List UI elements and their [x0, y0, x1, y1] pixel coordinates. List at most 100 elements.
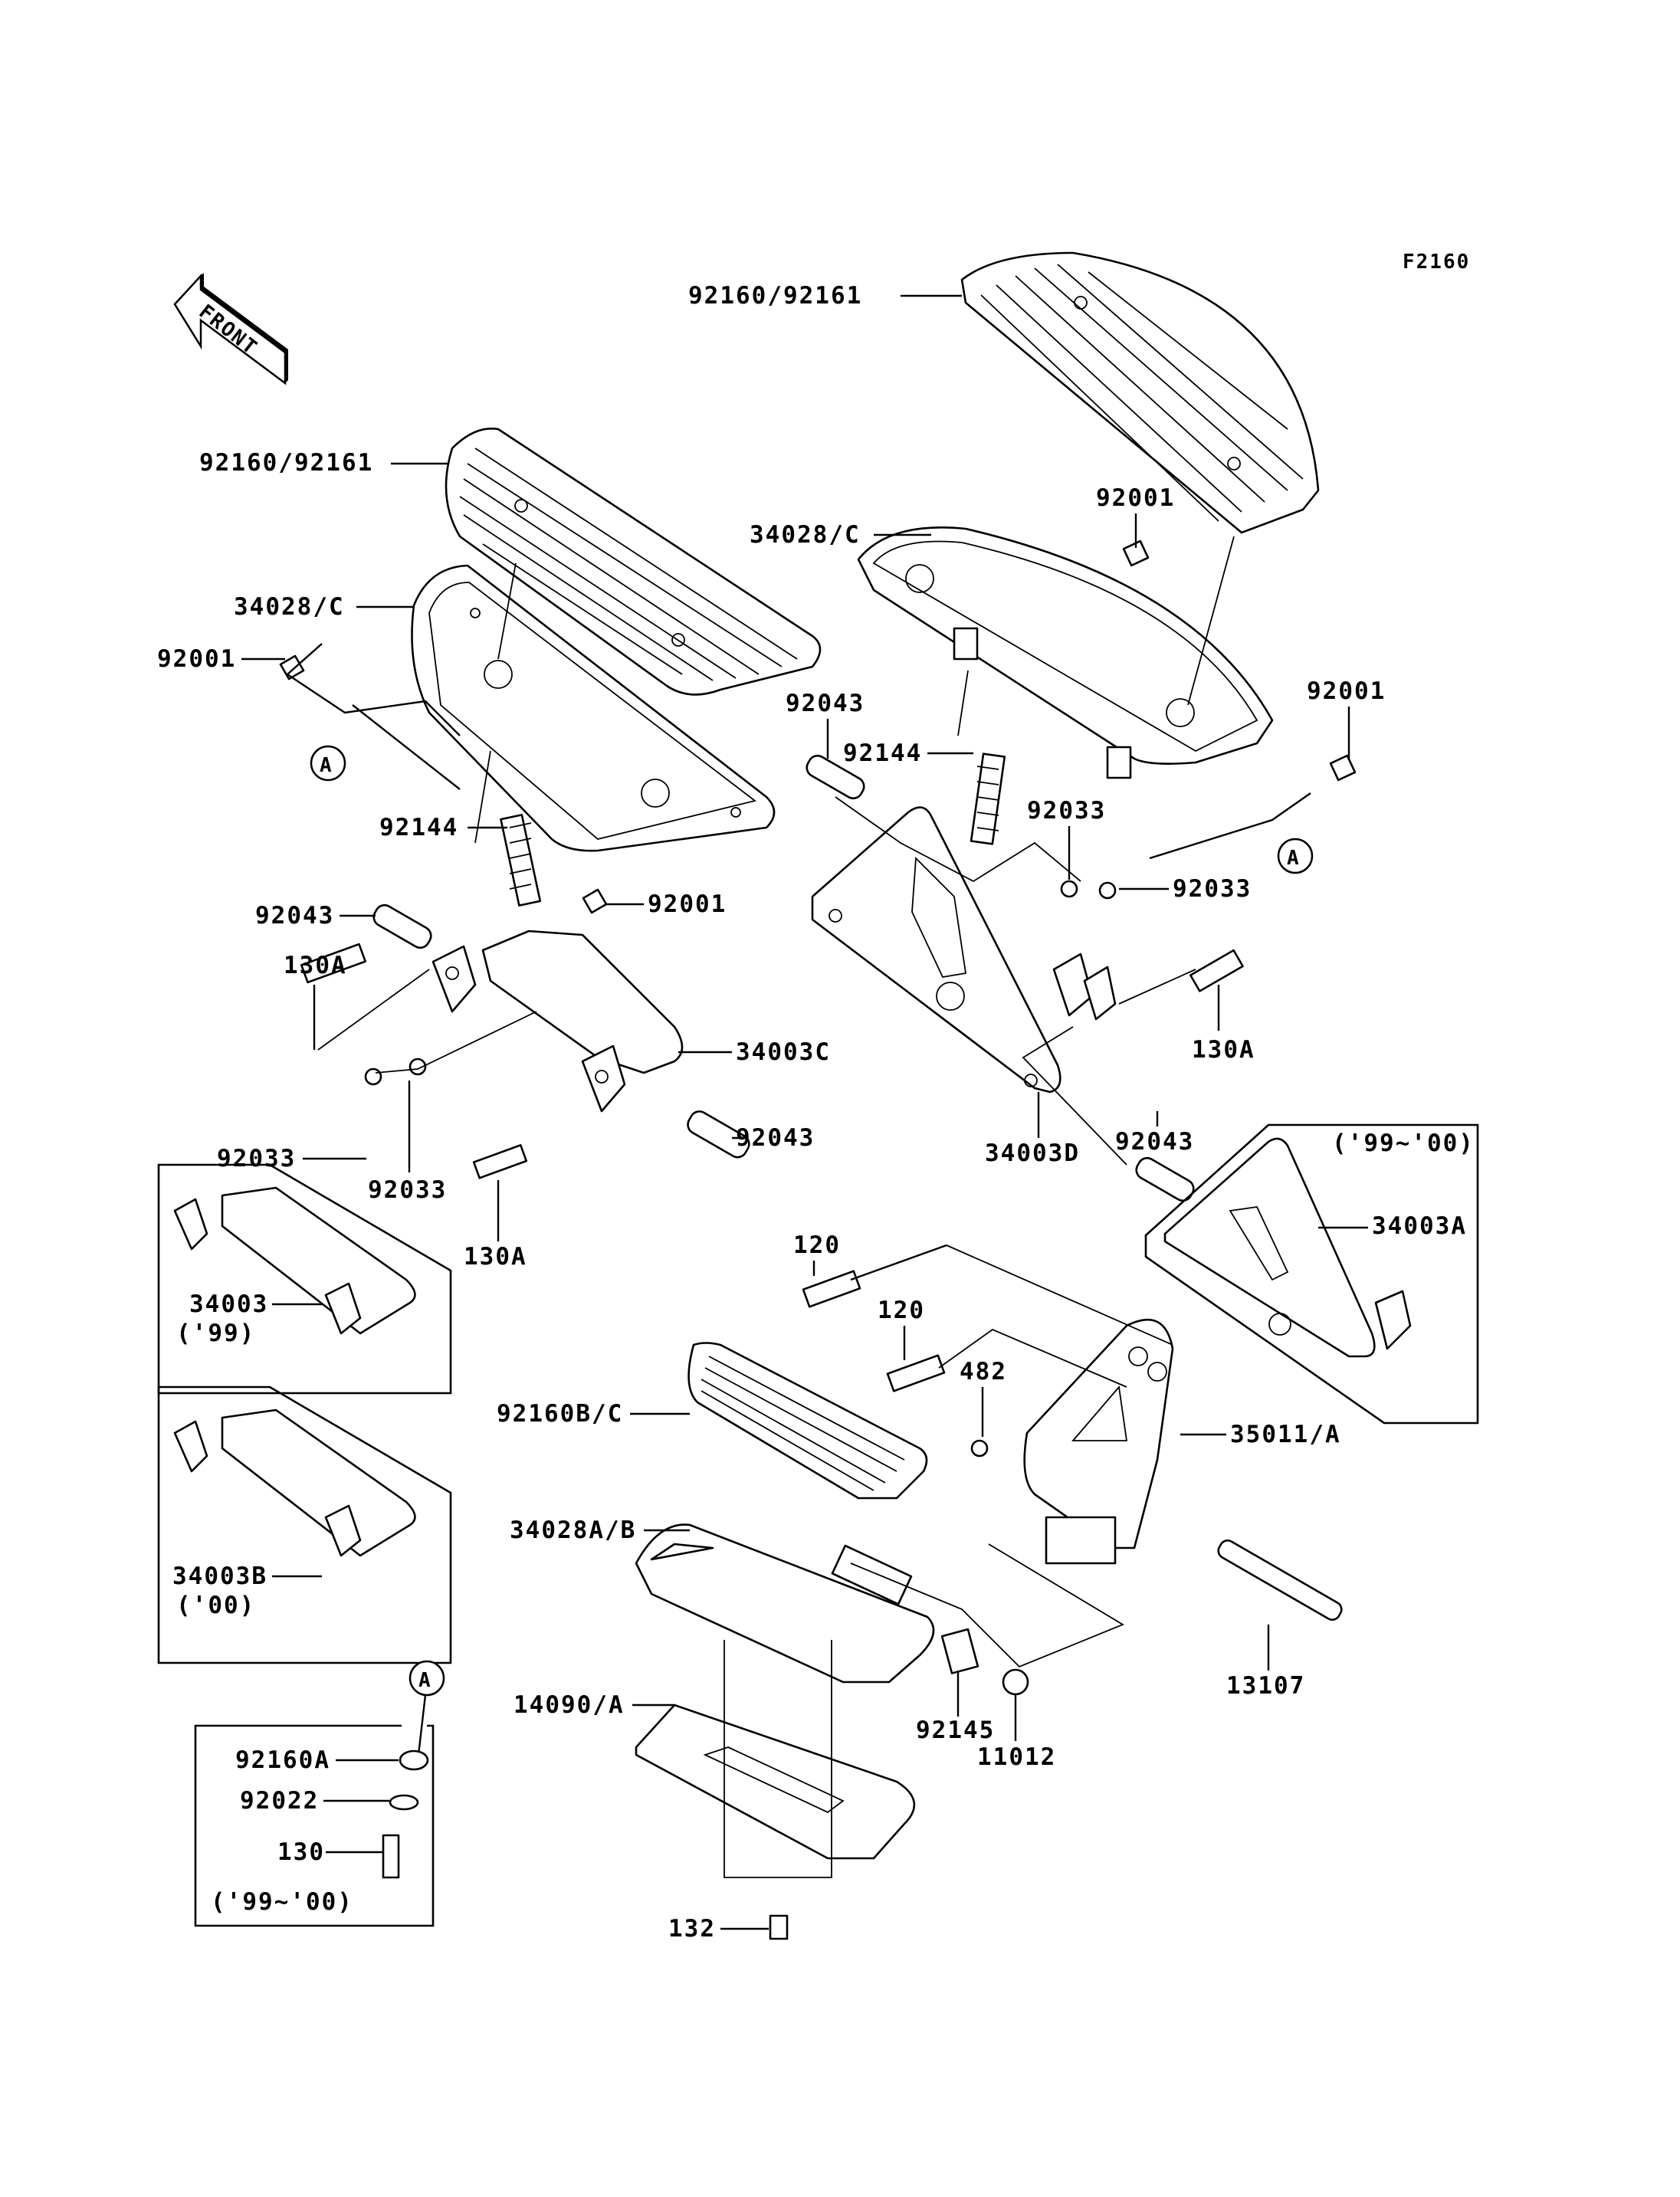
label-92022: 92022	[240, 1787, 319, 1815]
bracket-34003b-00	[173, 1408, 416, 1557]
pin-13107	[1217, 1539, 1343, 1622]
pin-92043-left-bottom	[687, 1110, 750, 1159]
clip-92033-right-b	[1098, 881, 1117, 900]
label-34003b: 34003B	[172, 1562, 267, 1590]
bracket-34003d	[811, 806, 1117, 1094]
bolt-92001-right-top	[1122, 539, 1150, 567]
label-92160-92161-right: 92160/92161	[688, 282, 862, 310]
bolt-132	[769, 1914, 789, 1940]
spring-92145	[940, 1628, 979, 1674]
label-13107: 13107	[1226, 1672, 1305, 1700]
box-fasteners	[194, 1724, 435, 1927]
label-92043-left-bottom: 92043	[736, 1124, 815, 1152]
year-note-34003: ('99)	[176, 1320, 255, 1347]
label-92043-left-top: 92043	[255, 902, 334, 930]
label-34028c-left: 34028/C	[234, 593, 345, 621]
label-92160a: 92160A	[235, 1746, 330, 1774]
label-92001-left-bottom: 92001	[648, 890, 727, 918]
leader-a-left-2	[352, 704, 461, 790]
bolt-120-a	[802, 1270, 861, 1308]
year-note-34003a: ('99~'00)	[1332, 1130, 1475, 1157]
pin-92043-left-top	[372, 903, 432, 949]
bolt-120-b	[886, 1354, 946, 1392]
label-130a-right: 130A	[1192, 1036, 1255, 1064]
label-92001-left: 92001	[157, 645, 236, 673]
clip-92033-left-a	[364, 1067, 382, 1086]
label-34003d: 34003D	[985, 1139, 1080, 1167]
clip-482	[970, 1439, 989, 1458]
clip-92033-left-b	[409, 1058, 427, 1076]
svg-text:A: A	[418, 1669, 432, 1692]
label-92160-92161-left: 92160/92161	[199, 449, 373, 477]
label-92033-left-a: 92033	[217, 1145, 296, 1172]
bracket-35011a	[1023, 1318, 1174, 1565]
front-arrow-icon: FRONT	[173, 273, 288, 385]
label-92001-right-top: 92001	[1096, 484, 1175, 512]
label-92145: 92145	[916, 1717, 995, 1744]
collar-11012	[1002, 1668, 1029, 1696]
label-14090a: 14090/A	[514, 1691, 625, 1719]
washer-92022	[389, 1794, 419, 1811]
figure-code: F2160	[1403, 251, 1470, 274]
reference-marker-a-right: A	[1277, 838, 1314, 874]
bolt-92001-right	[1329, 754, 1357, 782]
plate-14090a	[635, 1703, 916, 1860]
label-11012: 11012	[977, 1743, 1056, 1771]
box-34003a	[1144, 1123, 1479, 1425]
bolt-130a-left-bottom	[472, 1144, 528, 1179]
label-132: 132	[668, 1915, 716, 1943]
bracket-34003-99	[173, 1186, 416, 1335]
label-130a-left-top: 130A	[284, 952, 347, 979]
label-92160bc: 92160B/C	[497, 1400, 623, 1428]
bolt-130	[382, 1834, 400, 1879]
assembly-leaders	[317, 536, 1235, 1166]
label-92144-right: 92144	[843, 739, 922, 767]
clip-92033-right-a	[1060, 880, 1078, 898]
bracket-34003a	[1163, 1137, 1412, 1358]
bolt-130a-right	[1189, 949, 1244, 992]
pin-92043-right-top	[806, 754, 865, 800]
label-35011a: 35011/A	[1230, 1421, 1341, 1448]
labels: 92160/92161 34028/C 92001 92001 92144 92…	[157, 282, 1475, 1943]
label-92043-right-bottom: 92043	[1115, 1128, 1194, 1156]
leader-a-box	[417, 1694, 427, 1756]
spring-92144-right	[970, 753, 1006, 845]
plate-34028ab	[635, 1523, 935, 1684]
leader-a-right	[1149, 792, 1311, 860]
year-note-34003b: ('00)	[176, 1592, 255, 1619]
svg-text:A: A	[320, 754, 333, 777]
label-130: 130	[277, 1838, 325, 1866]
label-34003c: 34003C	[736, 1038, 831, 1066]
grommet-92160a	[399, 1749, 429, 1771]
bracket-34003c	[431, 930, 684, 1113]
pin-92043-right-bottom	[1135, 1156, 1195, 1202]
right-floorboard-plate	[857, 526, 1274, 779]
box-34003b	[157, 1385, 452, 1664]
label-34003a: 34003A	[1372, 1212, 1467, 1240]
label-34028ab: 34028A/B	[510, 1517, 636, 1544]
label-482: 482	[960, 1358, 1007, 1385]
box-34003	[157, 1163, 452, 1395]
label-34003: 34003	[189, 1290, 268, 1318]
reference-marker-a-left: A	[310, 745, 346, 782]
label-92043-right-top: 92043	[786, 690, 865, 717]
right-floorboard-rubber	[960, 251, 1320, 534]
label-92033-right-a: 92033	[1027, 797, 1106, 825]
svg-text:A: A	[1287, 847, 1301, 870]
left-floorboard-rubber	[445, 428, 822, 696]
bolt-130a-left-top	[300, 943, 366, 984]
bolt-92001-left-bottom	[582, 888, 608, 914]
label-120-b: 120	[878, 1297, 925, 1324]
rubber-92160bc	[687, 1342, 928, 1500]
label-34028c-right: 34028/C	[750, 521, 861, 549]
reference-marker-a-box: A	[409, 1660, 445, 1697]
label-120-a: 120	[793, 1231, 841, 1259]
label-92144-left: 92144	[379, 814, 458, 841]
leader-a-left	[286, 643, 461, 736]
label-92033-right-b: 92033	[1173, 875, 1252, 903]
spring-92144-left	[500, 814, 542, 907]
year-note-fasteners: ('99~'00)	[211, 1888, 353, 1916]
label-92033-left-b: 92033	[368, 1176, 447, 1204]
label-130a-left-bottom: 130A	[464, 1243, 527, 1271]
